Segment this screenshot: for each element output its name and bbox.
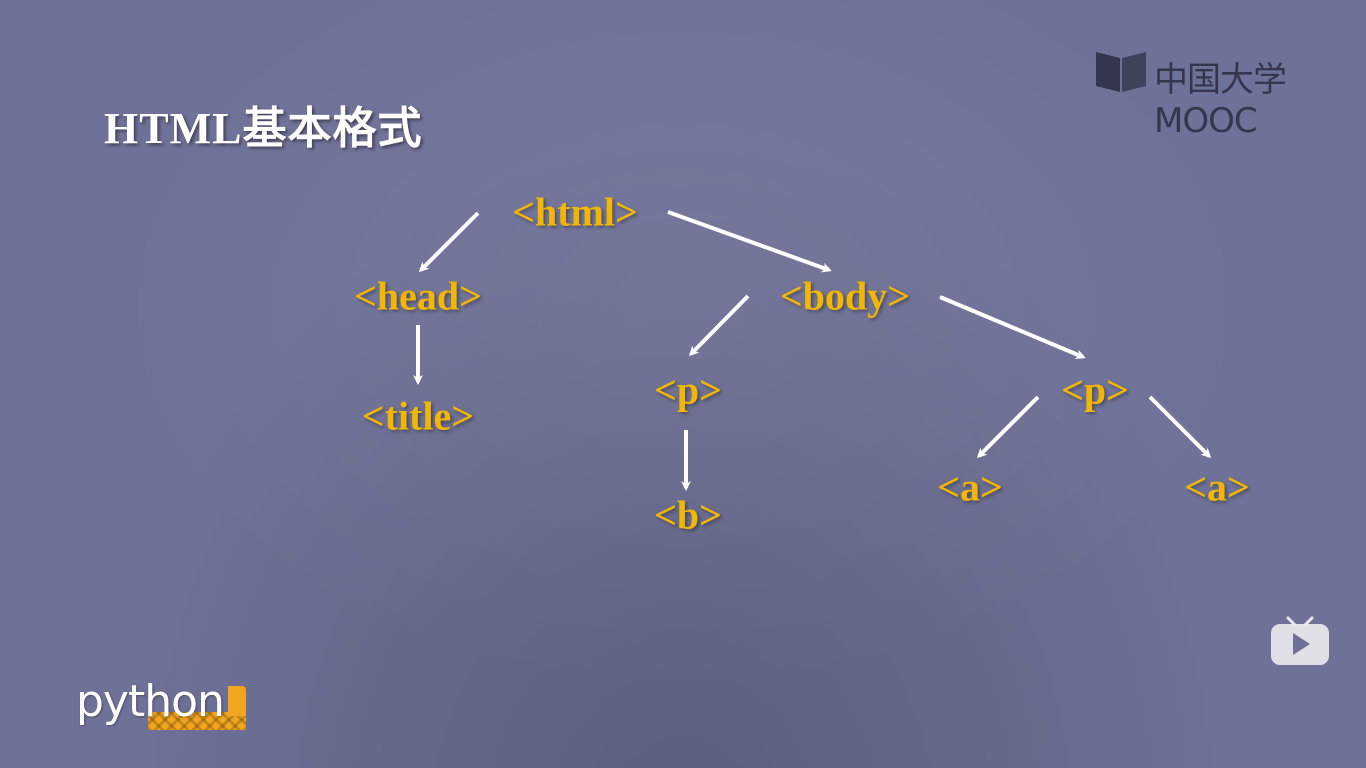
play-button[interactable] [1270,616,1330,666]
edge-html-head [418,211,480,273]
node-head: <head> [354,273,482,319]
node-a-left: <a> [937,464,1003,510]
play-icon [1271,616,1329,665]
node-p-left: <p> [654,367,722,413]
mooc-book-icon [1096,52,1146,92]
python-logo-tag [228,686,246,716]
edge-p2-a2 [1148,395,1212,459]
mooc-logo: 中国大学MOOC [1096,50,1366,141]
python-logo-strip [148,712,246,730]
node-title: <title> [361,393,475,439]
node-html: <html> [512,189,638,235]
edge-html-body [667,210,832,273]
node-body: <body> [779,273,911,319]
edge-body-p2 [939,295,1086,359]
slide-title: HTML基本格式 [104,104,423,153]
edge-p2-a1 [976,395,1040,459]
python-logo: python [76,676,248,734]
node-b: <b> [654,492,722,538]
mooc-logo-text: 中国大学MOOC [1154,60,1287,141]
python-logo-text: python [76,676,225,727]
edge-body-p1 [688,294,750,357]
node-a-right: <a> [1184,464,1250,510]
node-p-right: <p> [1061,367,1129,413]
